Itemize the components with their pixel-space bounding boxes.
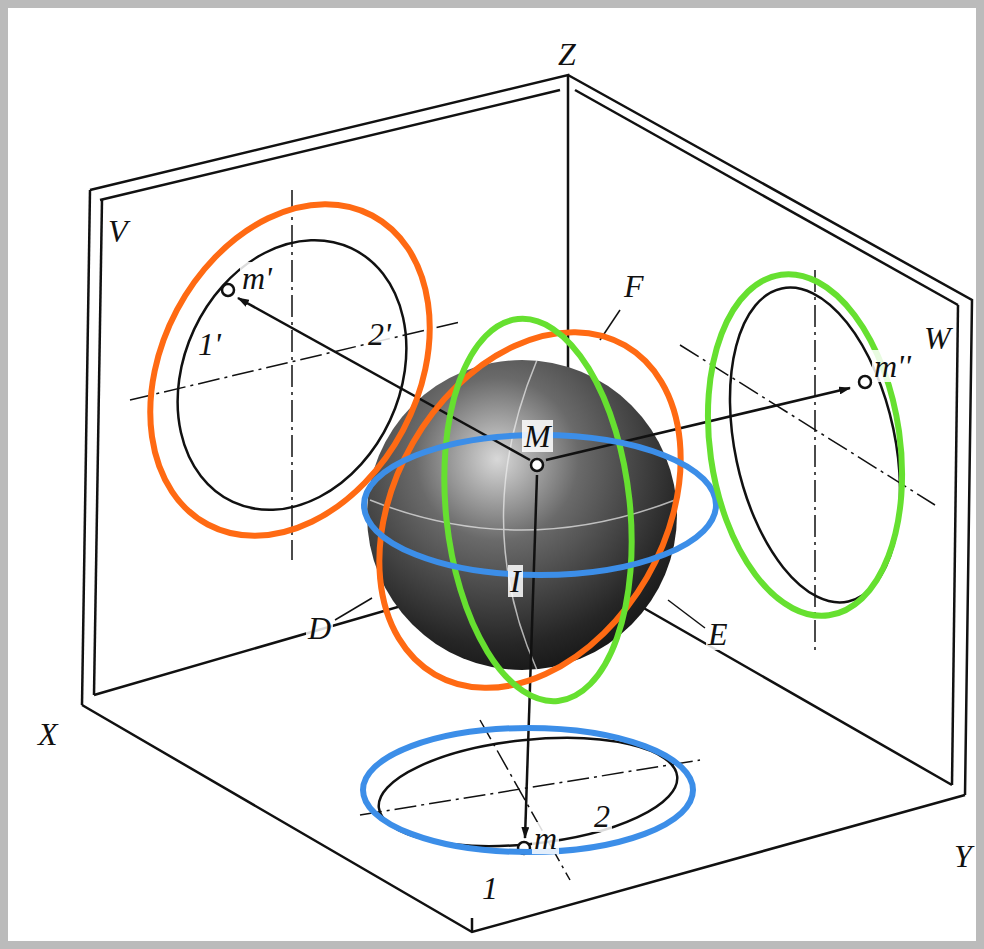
point-label: m' (240, 262, 274, 294)
point-label: 1' (196, 328, 223, 360)
point-label: M (522, 420, 553, 452)
axis-label: Y (952, 840, 974, 872)
point-label: m (532, 822, 559, 854)
plane-label: V (106, 215, 130, 247)
axis-label: Z (556, 38, 578, 70)
point-label: 2' (366, 318, 393, 350)
point-label: I (508, 565, 523, 597)
circle-label: D (306, 612, 333, 644)
point-label: 2 (592, 800, 612, 832)
point-label: m'' (872, 350, 913, 382)
axis-label: X (36, 718, 60, 750)
circle-label: E (706, 618, 730, 650)
point-label: 1 (480, 872, 500, 904)
circle-label: F (622, 270, 646, 302)
plane-label: W (922, 322, 953, 354)
